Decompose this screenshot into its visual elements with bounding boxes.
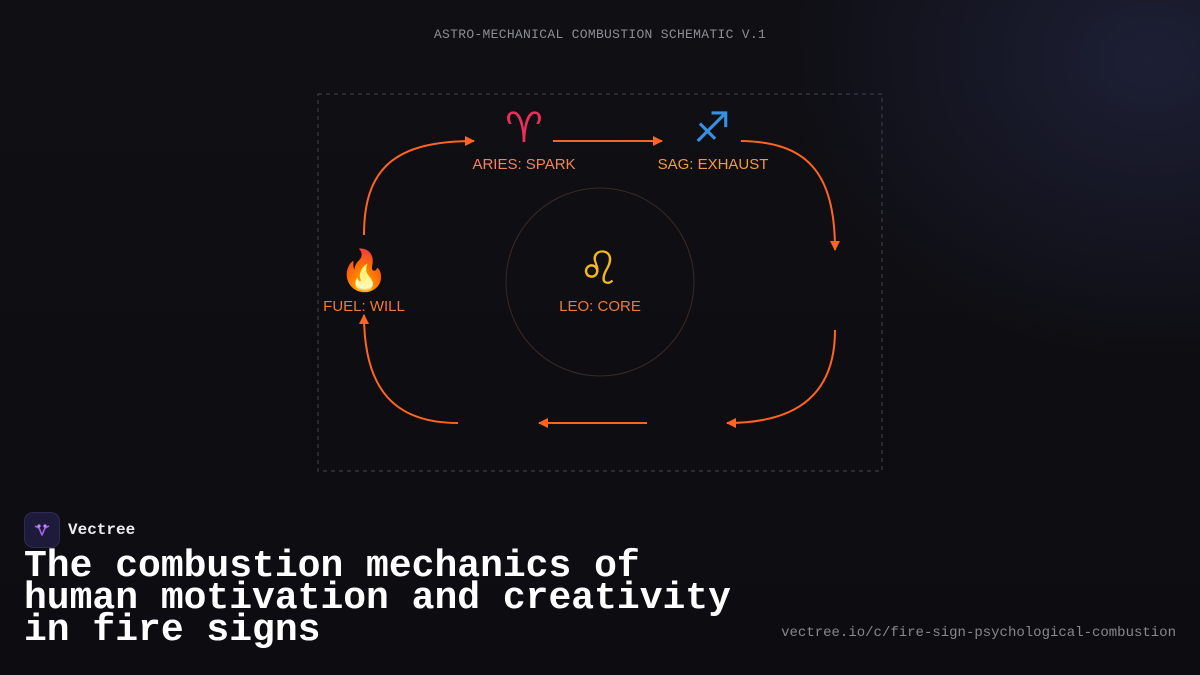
sagittarius-icon: ♐ (693, 103, 731, 152)
brand-name: Vectree (68, 521, 136, 539)
vectree-logo-icon (24, 512, 60, 548)
node-fuel: 🔥 FUEL: WILL (323, 247, 405, 315)
node-aries: ♈ ARIES: SPARK (472, 103, 575, 173)
page-title: The combustion mechanics of human motiva… (24, 545, 731, 652)
arrow-fuel-to-aries (363, 136, 475, 236)
node-leo: ♌ LEO: CORE (559, 241, 641, 315)
leo-icon: ♌ (578, 241, 619, 295)
cycle-arrows (359, 136, 840, 428)
page-url: vectree.io/c/fire-sign-psychological-com… (781, 625, 1176, 641)
fire-icon: 🔥 (339, 247, 389, 294)
aries-label: ARIES: SPARK (472, 156, 575, 173)
arrow-right-to-bottom (726, 329, 836, 428)
diagram-frame (317, 93, 883, 472)
aries-icon: ♈ (505, 103, 543, 152)
core-circle (505, 187, 695, 377)
arrow-sag-to-right (740, 140, 840, 251)
sag-label: SAG: EXHAUST (658, 156, 769, 173)
leo-label: LEO: CORE (559, 298, 641, 315)
arrow-bottom-to-fuel (359, 314, 459, 424)
fuel-label: FUEL: WILL (323, 298, 405, 315)
node-sag: ♐ SAG: EXHAUST (658, 103, 769, 173)
brand: Vectree (24, 512, 135, 548)
schematic-title: ASTRO-MECHANICAL COMBUSTION SCHEMATIC V.… (433, 27, 767, 42)
